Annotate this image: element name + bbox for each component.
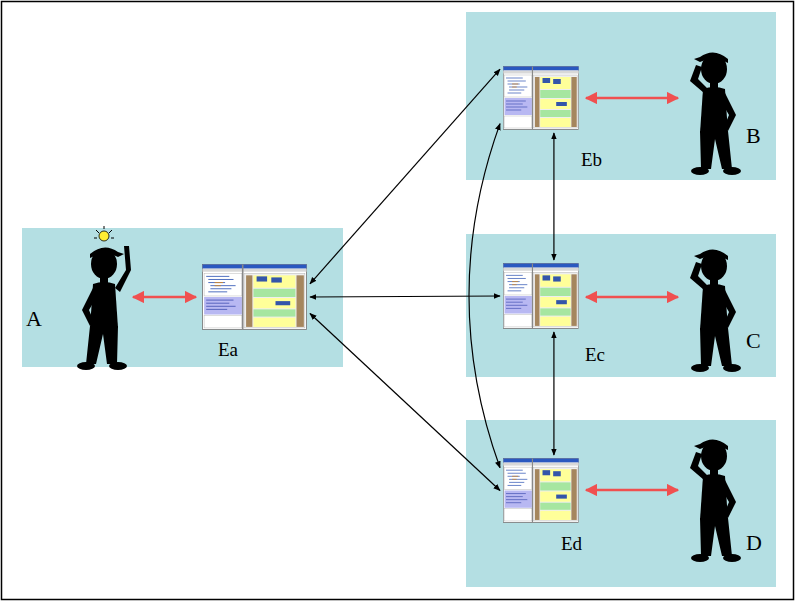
sync-arrow <box>310 296 500 297</box>
panel-ground <box>466 234 776 377</box>
sync-arrow <box>469 124 500 468</box>
person-label: D <box>746 532 762 554</box>
person-figure <box>690 52 741 175</box>
window-thumbnail <box>503 263 579 329</box>
user-panel: D Ed <box>466 420 776 587</box>
editor-screenshot: Ea <box>202 264 307 330</box>
user-panel: A Ea <box>22 228 343 367</box>
window-thumbnail <box>503 66 579 130</box>
editor-screenshot: Ed <box>503 458 579 523</box>
person-label: A <box>26 308 42 330</box>
sync-arrow <box>553 332 554 455</box>
person-label: B <box>746 125 761 147</box>
editor-screenshot: Eb <box>503 66 579 130</box>
interaction-arrow <box>133 296 196 299</box>
user-panel: C Ec <box>466 234 776 377</box>
interaction-arrow <box>586 296 678 299</box>
panel-ground <box>22 228 343 367</box>
editor-label: Ec <box>585 345 605 364</box>
editor-label: Ed <box>561 534 582 553</box>
person-figure <box>690 439 741 562</box>
sync-arrow <box>553 133 554 260</box>
panel-ground <box>466 420 776 587</box>
editor-screenshot: Ec <box>503 263 579 329</box>
user-panel: B Eb <box>466 12 776 180</box>
editor-label: Eb <box>581 150 602 169</box>
editor-label: Ea <box>218 340 238 359</box>
person-label: C <box>746 330 761 352</box>
interaction-arrow <box>586 489 678 492</box>
window-thumbnail <box>202 264 307 330</box>
person-figure <box>77 226 131 370</box>
window-thumbnail <box>503 458 579 523</box>
interaction-arrow <box>586 97 678 100</box>
person-figure <box>690 249 741 372</box>
panel-ground <box>466 12 776 180</box>
